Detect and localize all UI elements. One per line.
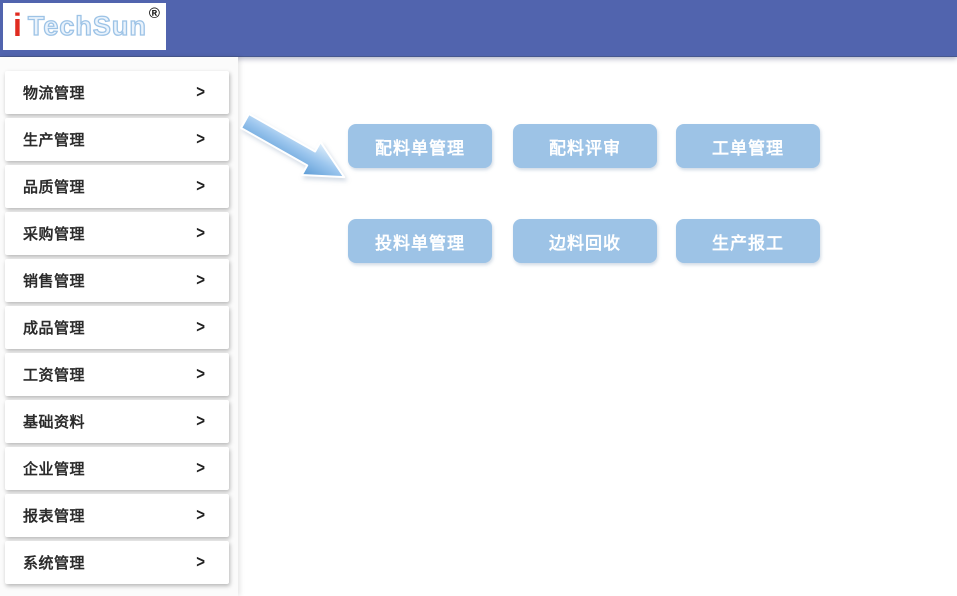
chevron-right-icon: > xyxy=(196,270,205,291)
batching-review-button[interactable]: 配料评审 xyxy=(513,124,657,168)
sidebar-item-system[interactable]: 系统管理 > xyxy=(5,541,229,584)
sidebar-item-label: 系统管理 xyxy=(23,555,86,572)
work-order-management-button[interactable]: 工单管理 xyxy=(676,124,820,168)
sidebar-item-label: 销售管理 xyxy=(23,273,86,290)
chevron-right-icon: > xyxy=(196,458,205,479)
logo-brand-text: TechSun xyxy=(27,11,147,41)
sidebar-item-label: 采购管理 xyxy=(23,226,86,243)
sidebar-item-label: 物流管理 xyxy=(23,85,86,102)
registered-trademark-icon: ® xyxy=(148,5,160,22)
sidebar-item-basic-data[interactable]: 基础资料 > xyxy=(5,400,229,443)
chevron-right-icon: > xyxy=(196,223,205,244)
sidebar-menu: 物流管理 > 生产管理 > 品质管理 > 采购管理 > 销售管理 > 成品管理 … xyxy=(0,57,238,596)
batching-list-management-button[interactable]: 配料单管理 xyxy=(348,124,492,168)
sidebar-item-reports[interactable]: 报表管理 > xyxy=(5,494,229,537)
chevron-right-icon: > xyxy=(196,552,205,573)
sidebar-item-purchasing[interactable]: 采购管理 > xyxy=(5,212,229,255)
chevron-right-icon: > xyxy=(196,505,205,526)
sidebar-item-sales[interactable]: 销售管理 > xyxy=(5,259,229,302)
pointer-arrow-icon xyxy=(230,106,358,194)
chevron-right-icon: > xyxy=(196,364,205,385)
sidebar-item-label: 生产管理 xyxy=(23,132,86,149)
chevron-right-icon: > xyxy=(196,129,205,150)
sidebar-item-quality[interactable]: 品质管理 > xyxy=(5,165,229,208)
chevron-right-icon: > xyxy=(196,411,205,432)
sidebar-item-label: 成品管理 xyxy=(23,320,86,337)
production-reporting-button[interactable]: 生产报工 xyxy=(676,219,820,263)
sidebar-item-label: 品质管理 xyxy=(23,179,86,196)
techsun-logo: i TechSun ® xyxy=(3,3,166,50)
header-bar: i TechSun ® xyxy=(0,0,957,57)
sidebar-item-wages[interactable]: 工资管理 > xyxy=(5,353,229,396)
sidebar-item-label: 企业管理 xyxy=(23,461,86,478)
chevron-right-icon: > xyxy=(196,176,205,197)
scrap-recycling-button[interactable]: 边料回收 xyxy=(513,219,657,263)
sidebar-item-label: 基础资料 xyxy=(23,414,86,431)
sidebar-item-finished-goods[interactable]: 成品管理 > xyxy=(5,306,229,349)
chevron-right-icon: > xyxy=(196,82,205,103)
feeding-list-management-button[interactable]: 投料单管理 xyxy=(348,219,492,263)
sidebar-item-enterprise[interactable]: 企业管理 > xyxy=(5,447,229,490)
sidebar-item-label: 工资管理 xyxy=(23,367,86,384)
logo-i-glyph: i xyxy=(13,6,22,43)
sidebar-item-production[interactable]: 生产管理 > xyxy=(5,118,229,161)
sidebar-item-label: 报表管理 xyxy=(23,508,86,525)
sidebar-item-logistics[interactable]: 物流管理 > xyxy=(5,71,229,114)
chevron-right-icon: > xyxy=(196,317,205,338)
